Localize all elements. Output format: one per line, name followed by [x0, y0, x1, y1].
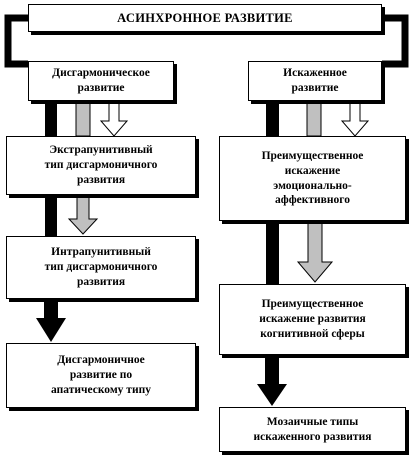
black-arrow [45, 102, 57, 136]
black-arrow [257, 356, 287, 406]
left-step-1: Экстрапунитивный тип дисгармоничного раз… [6, 136, 196, 195]
left-step-3: Дисгармоничное развитие по апатическому … [6, 343, 196, 408]
left-step-1-label: Экстрапунитивный тип дисгармоничного раз… [44, 144, 158, 186]
right-branch-title-label: Искаженное развитие [283, 67, 347, 94]
left-step-2-label: Интрапунитивный тип дисгармоничного разв… [44, 246, 158, 288]
gray-arrow [75, 101, 91, 137]
black-arrow [266, 102, 279, 136]
right-step-3-label: Мозаичные типы искаженного развития [253, 415, 372, 443]
right-step-1: Преимущественное искажение эмоционально-… [219, 136, 406, 221]
left-step-3-label: Дисгармоничное развитие по апатическому … [51, 354, 151, 396]
black-arrow [45, 196, 57, 236]
right-step-2: Преимущественное искажение развития когн… [219, 284, 406, 355]
gray-arrow [306, 101, 322, 137]
white-arrow [340, 101, 370, 137]
root-node-label: АСИНХРОННОЕ РАЗВИТИЕ [117, 10, 293, 25]
left-branch-title: Дисгармоническое развитие [28, 61, 174, 101]
black-arrow [266, 222, 279, 284]
left-step-2: Интрапунитивный тип дисгармоничного разв… [6, 236, 196, 299]
gray-arrow [296, 221, 334, 283]
right-step-2-label: Преимущественное искажение развития когн… [259, 298, 366, 340]
root-node: АСИНХРОННОЕ РАЗВИТИЕ [28, 4, 382, 32]
right-step-3: Мозаичные типы искаженного развития [219, 407, 406, 452]
right-branch-title: Искаженное развитие [248, 61, 382, 101]
black-arrow [36, 300, 66, 342]
right-step-1-label: Преимущественное искажение эмоционально-… [261, 149, 364, 207]
left-branch-title-label: Дисгармоническое развитие [52, 67, 150, 94]
root-connector-frame [4, 14, 409, 68]
white-arrow [99, 101, 129, 137]
gray-arrow [67, 195, 99, 235]
